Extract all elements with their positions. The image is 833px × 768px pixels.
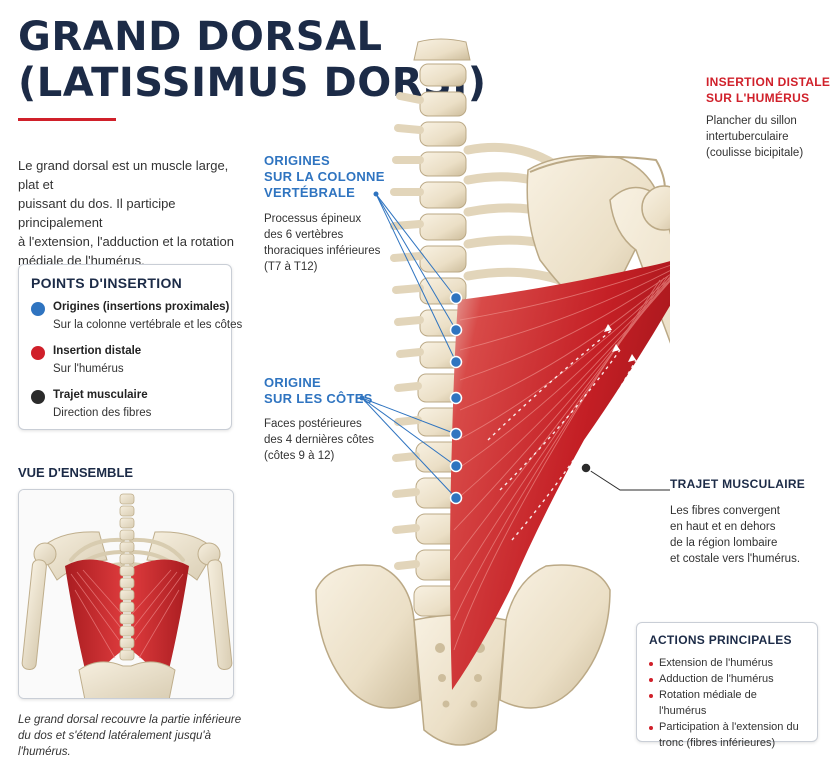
- callout-ribs-title: ORIGINE SUR LES CÔTES: [264, 375, 373, 406]
- list-item: Extension de l'humérus: [649, 655, 805, 671]
- origin-points: [449, 291, 463, 505]
- muscle-path-point: [580, 462, 592, 474]
- callout-anchor-ribs: [359, 395, 365, 401]
- arrow-heads: [604, 324, 636, 362]
- actions-title: ACTIONS PRINCIPALES: [649, 633, 792, 647]
- callout-distal-body: Plancher du sillon intertuberculaire (co…: [706, 115, 804, 159]
- main-anatomy-illustration: [315, 38, 670, 746]
- callout-ribs-body: Faces postérieures des 4 dernières côtes…: [264, 418, 374, 462]
- list-item: Rotation médiale de l'humérus: [649, 687, 805, 719]
- leader-lines: [361, 193, 670, 499]
- callout-spine-body: Processus épineux des 6 vertèbres thorac…: [264, 213, 381, 273]
- main-actions-card: ACTIONS PRINCIPALES Extension de l'humér…: [636, 622, 818, 749]
- list-item: Adduction de l'humérus: [649, 671, 805, 687]
- callout-distal-title: INSERTION DISTALE SUR L'HUMÉRUS: [706, 75, 831, 105]
- insertion-points-legend: POINTS D'INSERTION Origines (insertions …: [18, 264, 242, 430]
- overview-title: VUE D'ENSEMBLE: [18, 465, 134, 480]
- overview-illustration-card: [18, 489, 234, 699]
- actions-list: Extension de l'humérus Adduction de l'hu…: [649, 655, 805, 751]
- callout-spine-title: ORIGINES SUR LA COLONNE VERTÉBRALE: [264, 153, 385, 200]
- black-dot-icon: [31, 390, 45, 404]
- pelvis: [315, 564, 611, 746]
- legend-title: POINTS D'INSERTION: [31, 275, 183, 291]
- humerus: [609, 185, 670, 344]
- list-item: Participation à l'extension du tronc (fi…: [649, 719, 805, 751]
- latissimus-dorsi-muscle: [450, 261, 670, 690]
- callout-path-title: TRAJET MUSCULAIRE: [670, 477, 806, 491]
- muscle-fibers: [453, 264, 670, 651]
- blue-dot-icon: [31, 302, 45, 316]
- page-title: GRAND DORSAL: [18, 14, 383, 60]
- overview-back-illustration: [19, 490, 233, 698]
- callout-path-body: Les fibres convergent en haut et en deho…: [670, 505, 801, 565]
- red-dot-icon: [31, 346, 45, 360]
- callout-anchor-spine: [373, 191, 379, 197]
- title-underline: [18, 118, 116, 121]
- overview-caption: Le grand dorsal recouvre la partie infér…: [18, 714, 242, 758]
- intro-text: Le grand dorsal est un muscle large, pla…: [18, 158, 234, 268]
- fiber-direction-arrows: [487, 329, 637, 541]
